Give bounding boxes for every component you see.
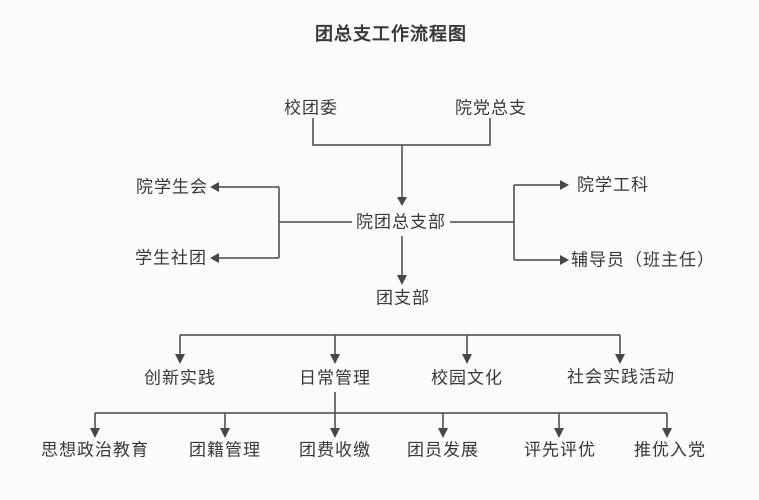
node-school-league-committee: 校团委 (284, 98, 338, 118)
node-college-student-union: 院学生会 (136, 177, 208, 197)
node-league-branch: 团支部 (376, 288, 430, 308)
connector-center-down (397, 236, 407, 285)
node-daily-management: 日常管理 (299, 368, 371, 388)
node-college-league-general-branch: 院团总支部 (356, 212, 446, 232)
node-social-practice-activities: 社会实践活动 (567, 367, 675, 387)
node-membership-records-management: 团籍管理 (189, 440, 261, 460)
node-campus-culture: 校园文化 (431, 368, 503, 388)
node-college-student-affairs-section: 院学工科 (577, 175, 649, 195)
connector-right-bracket (450, 180, 569, 265)
node-ideological-political-education: 思想政治教育 (41, 440, 149, 460)
node-college-party-general-branch: 院党总支 (455, 98, 527, 118)
connector-level4-row (175, 334, 625, 364)
node-counselor-head-teacher: 辅导员（班主任） (571, 250, 715, 270)
node-membership-fee-collection: 团费收缴 (299, 440, 371, 460)
node-student-associations: 学生社团 (135, 248, 207, 268)
connector-top-bracket (312, 118, 491, 206)
connector-bottom-row (90, 392, 672, 438)
node-merit-evaluation: 评先评优 (524, 440, 596, 460)
node-innovation-practice: 创新实践 (144, 368, 216, 388)
node-party-membership-recommendation: 推优入党 (634, 440, 706, 460)
node-member-development: 团员发展 (407, 440, 479, 460)
connector-left-bracket (210, 182, 352, 263)
page-title: 团总支工作流程图 (315, 24, 467, 44)
